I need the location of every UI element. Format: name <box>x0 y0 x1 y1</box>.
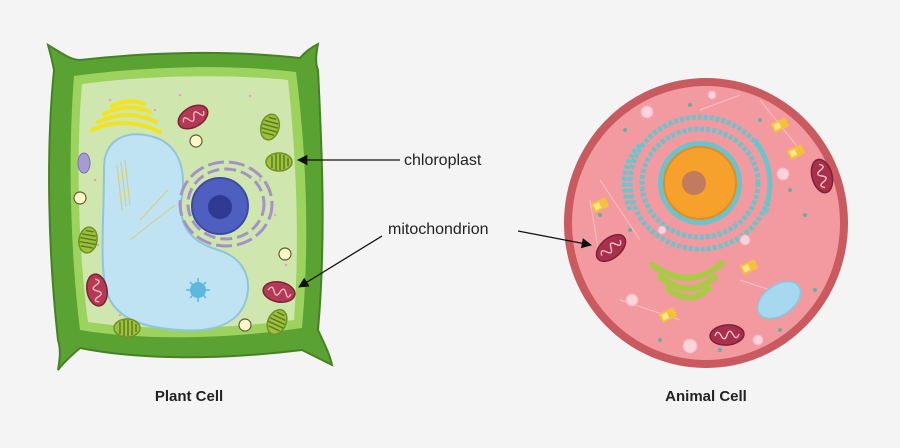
granule-icon <box>73 191 87 205</box>
peroxisome-icon <box>77 152 91 174</box>
nucleus-icon <box>178 160 274 248</box>
golgi-icon <box>90 99 162 134</box>
mitochondrion-arrow-left <box>298 235 383 288</box>
plant-cell <box>46 42 334 371</box>
chloroplast-icon <box>265 152 293 172</box>
animal-cell <box>564 78 848 368</box>
granule-icon <box>278 247 292 261</box>
vacuole-icon <box>101 133 249 332</box>
animal-cell-caption: Animal Cell <box>665 388 747 405</box>
golgi-icon <box>649 260 725 301</box>
er-icon <box>621 114 773 252</box>
granule-icon <box>189 134 203 148</box>
nucleus-icon <box>658 141 742 225</box>
mitochondrion-label: mitochondrion <box>388 221 489 238</box>
vacuole-icon <box>756 280 802 320</box>
granule-icon <box>238 318 252 332</box>
chloroplast-icon <box>113 318 141 338</box>
plant-cell-caption: Plant Cell <box>155 388 223 405</box>
chloroplast-label: chloroplast <box>404 152 482 169</box>
vesicles <box>625 90 790 354</box>
ribosome-dots <box>598 103 817 352</box>
mitochondrion-arrow-right <box>517 230 593 249</box>
